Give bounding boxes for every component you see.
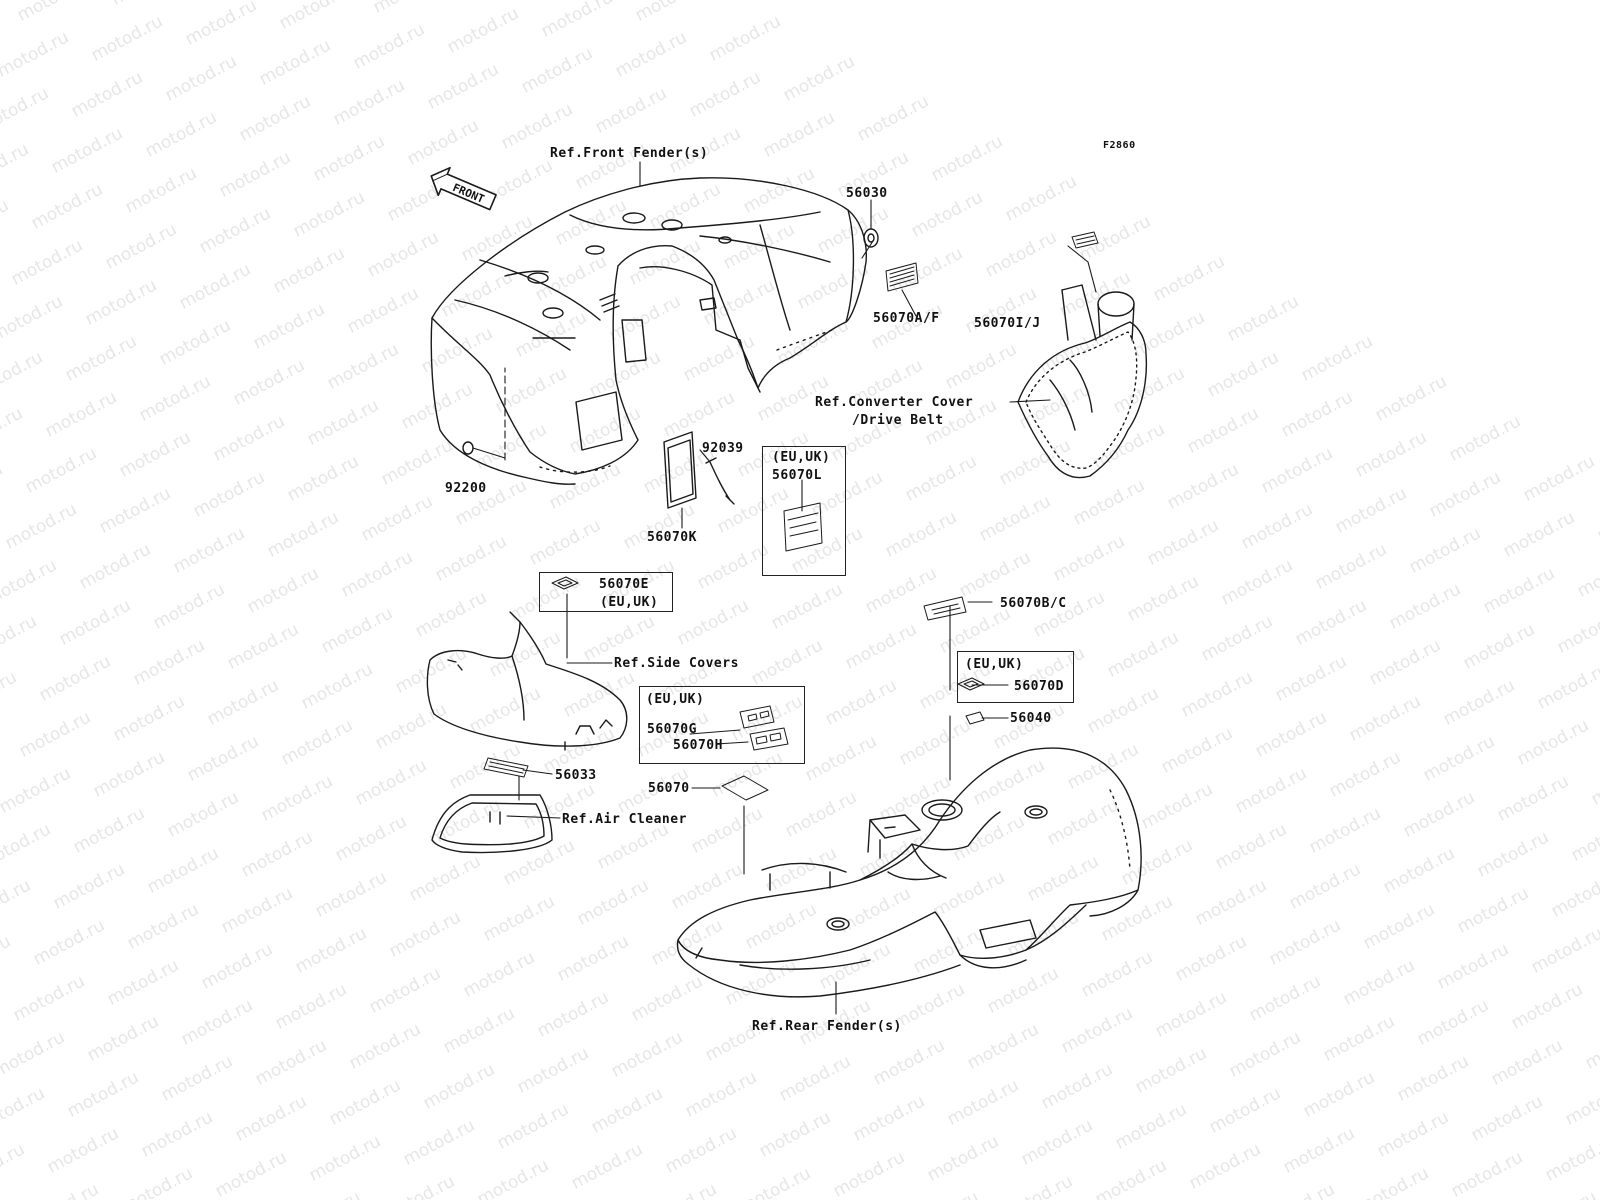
front-fender xyxy=(430,177,867,485)
air-cleaner-cover xyxy=(431,794,553,854)
figure-id: F2860 xyxy=(1103,140,1136,151)
rear-fender xyxy=(676,747,1142,998)
box-56070e xyxy=(539,572,673,612)
sticker-56070 xyxy=(721,775,769,801)
sticker-56040 xyxy=(965,711,985,725)
part-92039: 92039 xyxy=(702,441,744,456)
converter-cover xyxy=(1017,284,1148,479)
part-56070d: 56070D xyxy=(1014,679,1064,694)
ref-drive-belt: /Drive Belt xyxy=(852,413,944,428)
box-56070l xyxy=(762,446,846,576)
ref-converter-cover: Ref.Converter Cover xyxy=(815,395,974,410)
part-92200: 92200 xyxy=(445,481,487,496)
part-56070: 56070 xyxy=(648,781,690,796)
part-56070ij: 56070I/J xyxy=(974,316,1041,331)
ref-rear-fender: Ref.Rear Fender(s) xyxy=(752,1019,902,1034)
part-56070bc: 56070B/C xyxy=(1000,596,1067,611)
part-56030: 56030 xyxy=(846,186,888,201)
region-tag-56070d: (EU,UK) xyxy=(965,657,1024,672)
grommet-92200 xyxy=(462,441,474,455)
box-56070d xyxy=(957,651,1074,703)
label-56070k xyxy=(663,431,697,509)
sticker-56070ij xyxy=(1071,231,1099,249)
sticker-56070af xyxy=(885,262,919,292)
region-tag-56070e: (EU,UK) xyxy=(600,595,659,610)
sticker-56070e xyxy=(551,576,579,590)
box-56070gh xyxy=(639,686,805,764)
part-56070af: 56070A/F xyxy=(873,311,940,326)
part-56040: 56040 xyxy=(1010,711,1052,726)
front-direction-arrow: FRONT xyxy=(430,166,497,211)
part-56070e: 56070E xyxy=(599,577,649,592)
part-56070g: 56070G xyxy=(647,722,697,737)
part-56033: 56033 xyxy=(555,768,597,783)
ref-air-cleaner: Ref.Air Cleaner xyxy=(562,812,687,827)
part-56070l: 56070L xyxy=(772,468,822,483)
side-cover xyxy=(426,611,628,751)
sticker-56070g xyxy=(739,705,775,729)
sticker-56070bc xyxy=(923,596,967,621)
strap-92039 xyxy=(705,457,735,505)
part-56070k: 56070K xyxy=(647,530,697,545)
region-tag-56070l: (EU,UK) xyxy=(772,450,831,465)
region-tag-56070gh: (EU,UK) xyxy=(646,692,705,707)
part-56070h: 56070H xyxy=(673,738,723,753)
ref-front-fender: Ref.Front Fender(s) xyxy=(550,146,709,161)
sticker-56070h xyxy=(749,727,789,751)
leader-lines-upper xyxy=(472,161,1097,529)
ref-side-covers: Ref.Side Covers xyxy=(614,656,739,671)
sticker-56070d xyxy=(957,677,985,691)
label-56070l xyxy=(783,502,823,552)
sticker-56033 xyxy=(483,757,529,778)
leader-lines-middle xyxy=(506,593,1009,1015)
